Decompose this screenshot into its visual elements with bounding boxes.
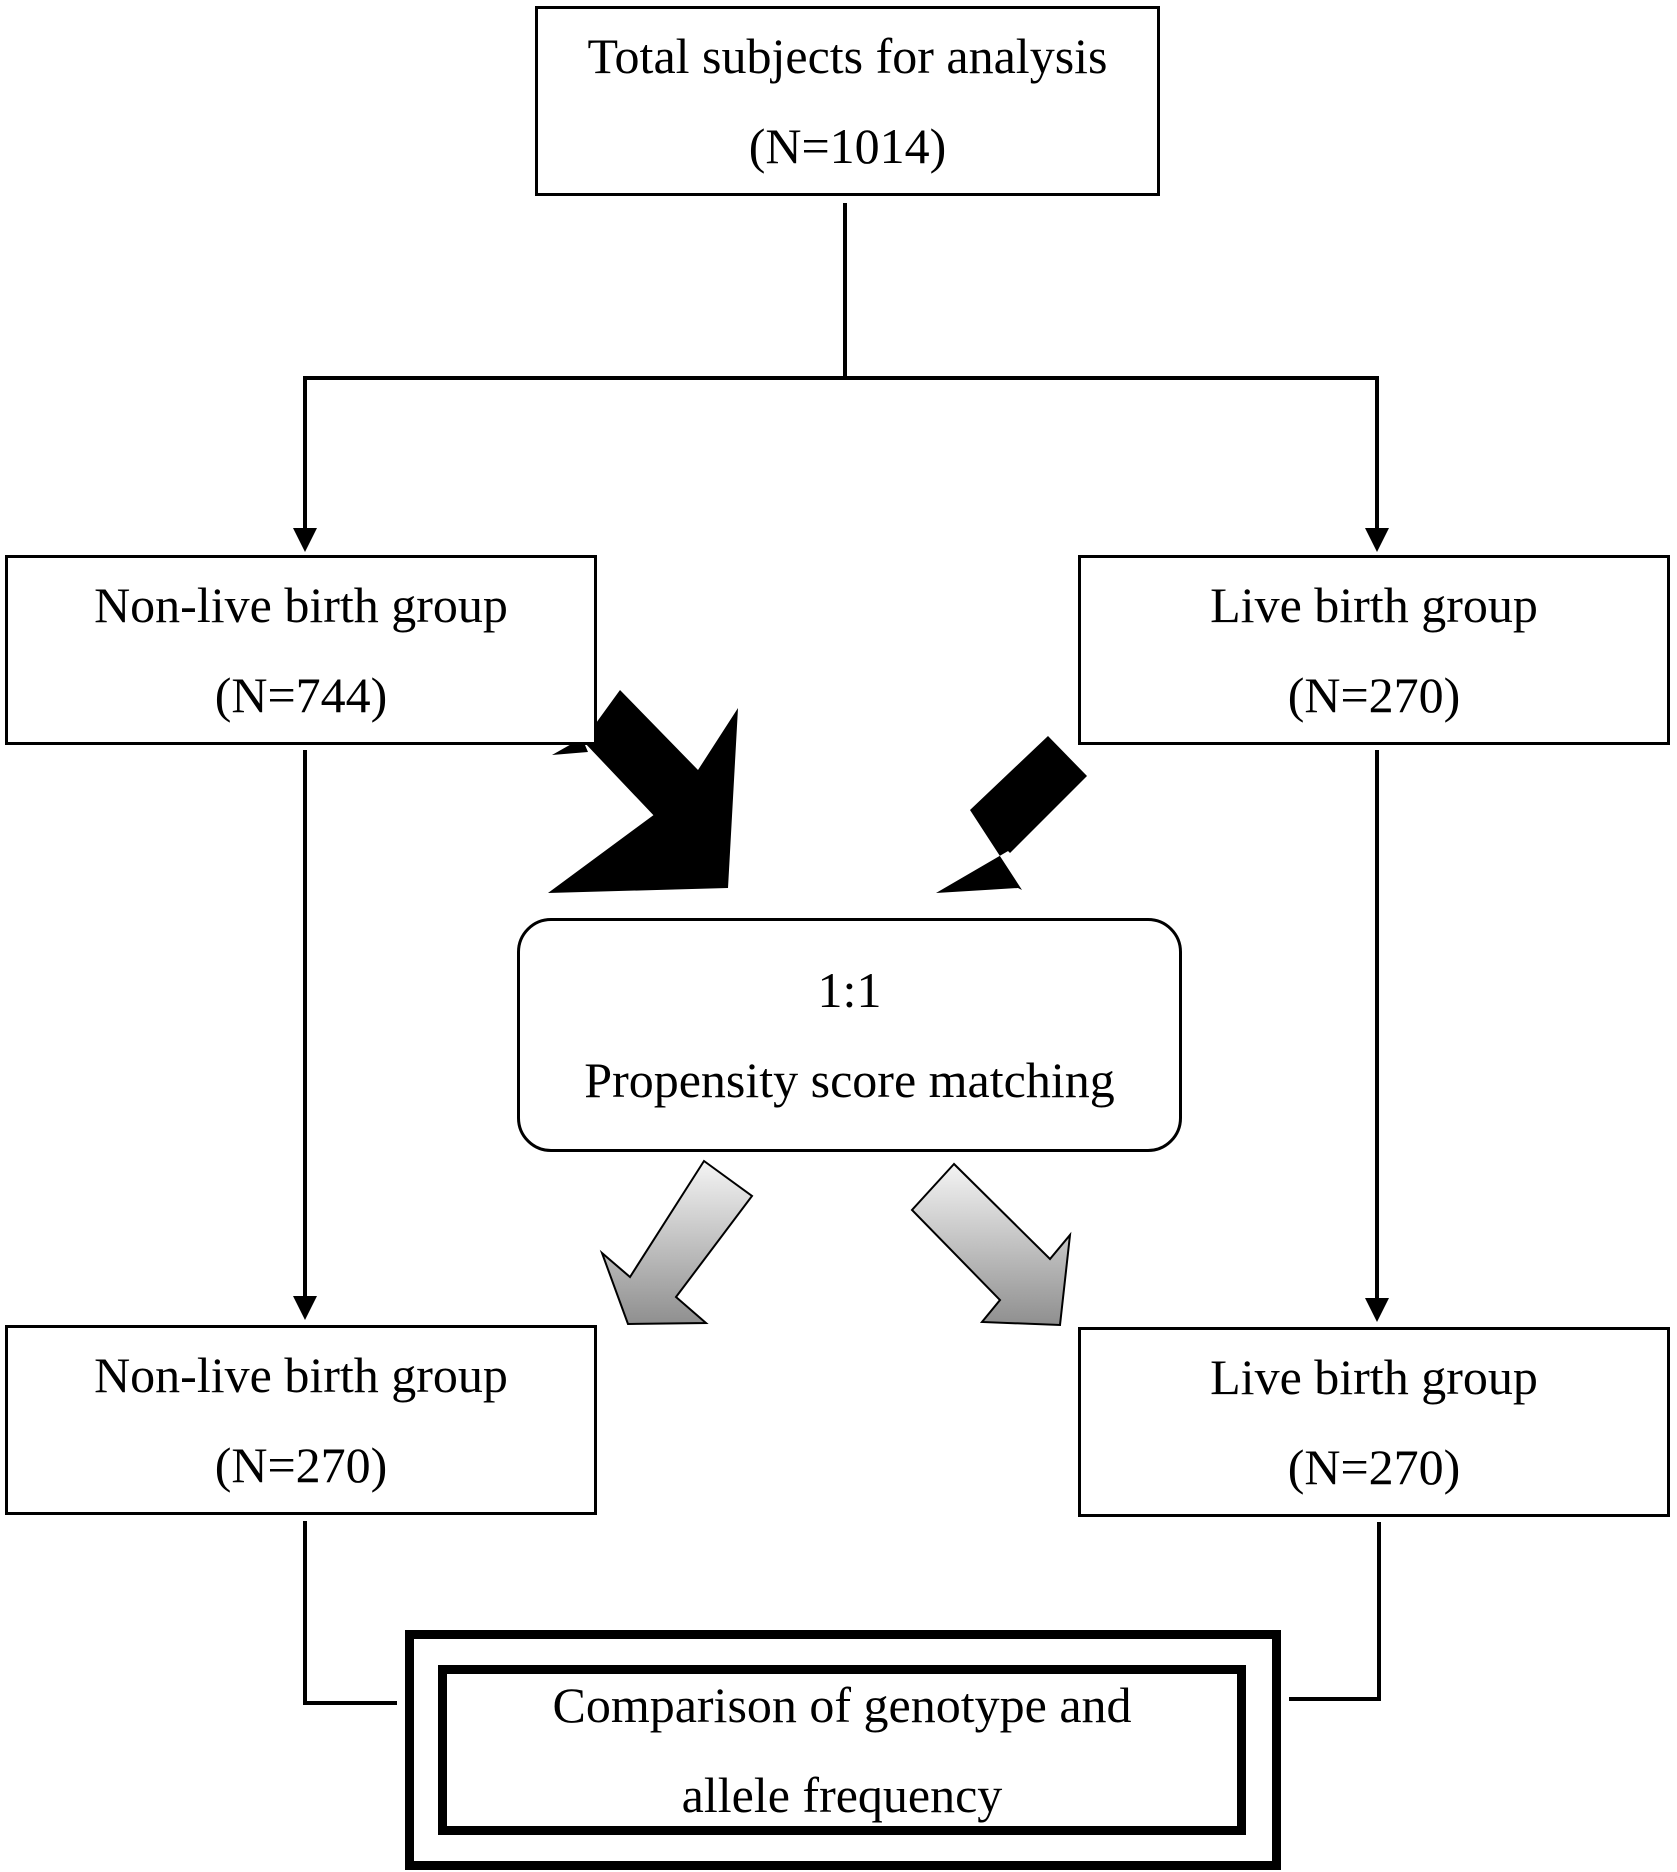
arrowhead-to-live-before — [1365, 528, 1389, 552]
hollow-arrow-matching-to-nonlive — [599, 1159, 754, 1326]
nonlive-birth-before-box: Non-live birth group (N=744) — [5, 555, 597, 745]
live-birth-after-count: (N=270) — [1287, 1439, 1461, 1495]
connector-live-to-comparison — [1289, 1522, 1381, 1701]
live-birth-after-label: Live birth group — [1210, 1349, 1538, 1405]
matching-label: Propensity score matching — [584, 1052, 1115, 1108]
nonlive-birth-before-label: Non-live birth group — [94, 577, 508, 633]
arrowhead-to-nonlive-before — [293, 528, 317, 552]
live-birth-before-label: Live birth group — [1210, 577, 1538, 633]
arrowhead-to-nonlive-after — [293, 1296, 317, 1320]
comparison-box: Comparison of genotype and allele freque… — [438, 1665, 1246, 1835]
live-birth-before-count: (N=270) — [1287, 667, 1461, 723]
bold-arrow-right — [936, 736, 1087, 893]
propensity-matching-box: 1:1 Propensity score matching — [517, 918, 1182, 1152]
total-subjects-box: Total subjects for analysis (N=1014) — [535, 6, 1160, 196]
arrowhead-to-live-after — [1365, 1298, 1389, 1322]
comparison-label-line2: allele frequency — [681, 1767, 1003, 1823]
nonlive-birth-after-count: (N=270) — [214, 1437, 388, 1493]
nonlive-birth-before-count: (N=744) — [214, 667, 388, 723]
nonlive-birth-after-box: Non-live birth group (N=270) — [5, 1325, 597, 1515]
connector-nonlive-to-comparison — [303, 1521, 397, 1705]
live-birth-before-box: Live birth group (N=270) — [1078, 555, 1670, 745]
live-birth-after-box: Live birth group (N=270) — [1078, 1327, 1670, 1517]
hollow-arrow-matching-to-live — [910, 1162, 1072, 1327]
comparison-label-line1: Comparison of genotype and — [552, 1677, 1132, 1733]
nonlive-birth-after-label: Non-live birth group — [94, 1347, 508, 1403]
matching-ratio: 1:1 — [817, 962, 882, 1018]
total-subjects-label: Total subjects for analysis — [587, 28, 1108, 84]
total-subjects-count: (N=1014) — [748, 118, 947, 174]
